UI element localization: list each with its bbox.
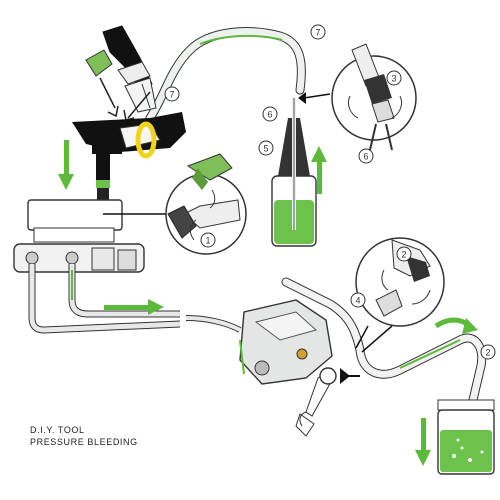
bleeder-pointer [340,325,393,384]
svg-text:7: 7 [169,90,174,100]
hand-pump-inset [85,25,157,113]
callouts: 7 7 3 6 6 5 1 2 [164,24,496,360]
diagram-caption: D.I.Y. TOOL PRESSURE BLEEDING [30,424,138,448]
callout-7b: 7 [310,24,326,40]
callout-7a: 7 [164,86,180,102]
master-cylinder [13,199,180,273]
callout-1: 1 [200,232,216,248]
svg-text:2: 2 [401,250,406,260]
pressure-hose [145,27,306,123]
caption-line-1: D.I.Y. TOOL [30,425,85,435]
callout-5: 5 [258,140,274,156]
callout-3: 3 [386,70,402,86]
hose-flow-arrow [434,317,478,334]
inset-pointer-arrows [99,77,151,121]
svg-text:6: 6 [267,110,272,120]
down-arrow-pump [58,140,74,190]
callout-6b: 6 [358,148,374,164]
svg-text:3: 3 [391,74,396,84]
bleeder-inset [355,237,445,327]
bleeder-hose [281,277,487,435]
svg-text:5: 5 [263,144,268,154]
down-arrow-jar [415,418,431,466]
wrench [295,367,337,437]
hand-pump [72,112,186,217]
svg-text:1: 1 [205,236,210,246]
callout-4: 4 [350,292,366,308]
svg-text:2: 2 [485,348,490,358]
callout-6a: 6 [262,106,278,122]
right-arrow-line [104,299,164,315]
up-arrow-bottle [311,146,327,194]
svg-text:4: 4 [355,296,360,306]
caption-line-2: PRESSURE BLEEDING [30,437,138,447]
brake-lines [28,264,242,334]
catch-bottle [271,98,317,247]
callout-2b: 2 [480,344,496,360]
catch-jar [437,399,495,475]
svg-text:7: 7 [315,28,320,38]
brake-caliper [239,299,333,385]
fitting-inset [298,43,417,151]
callout-2a: 2 [396,246,412,262]
adapter-inset [165,153,247,255]
svg-text:6: 6 [363,152,368,162]
